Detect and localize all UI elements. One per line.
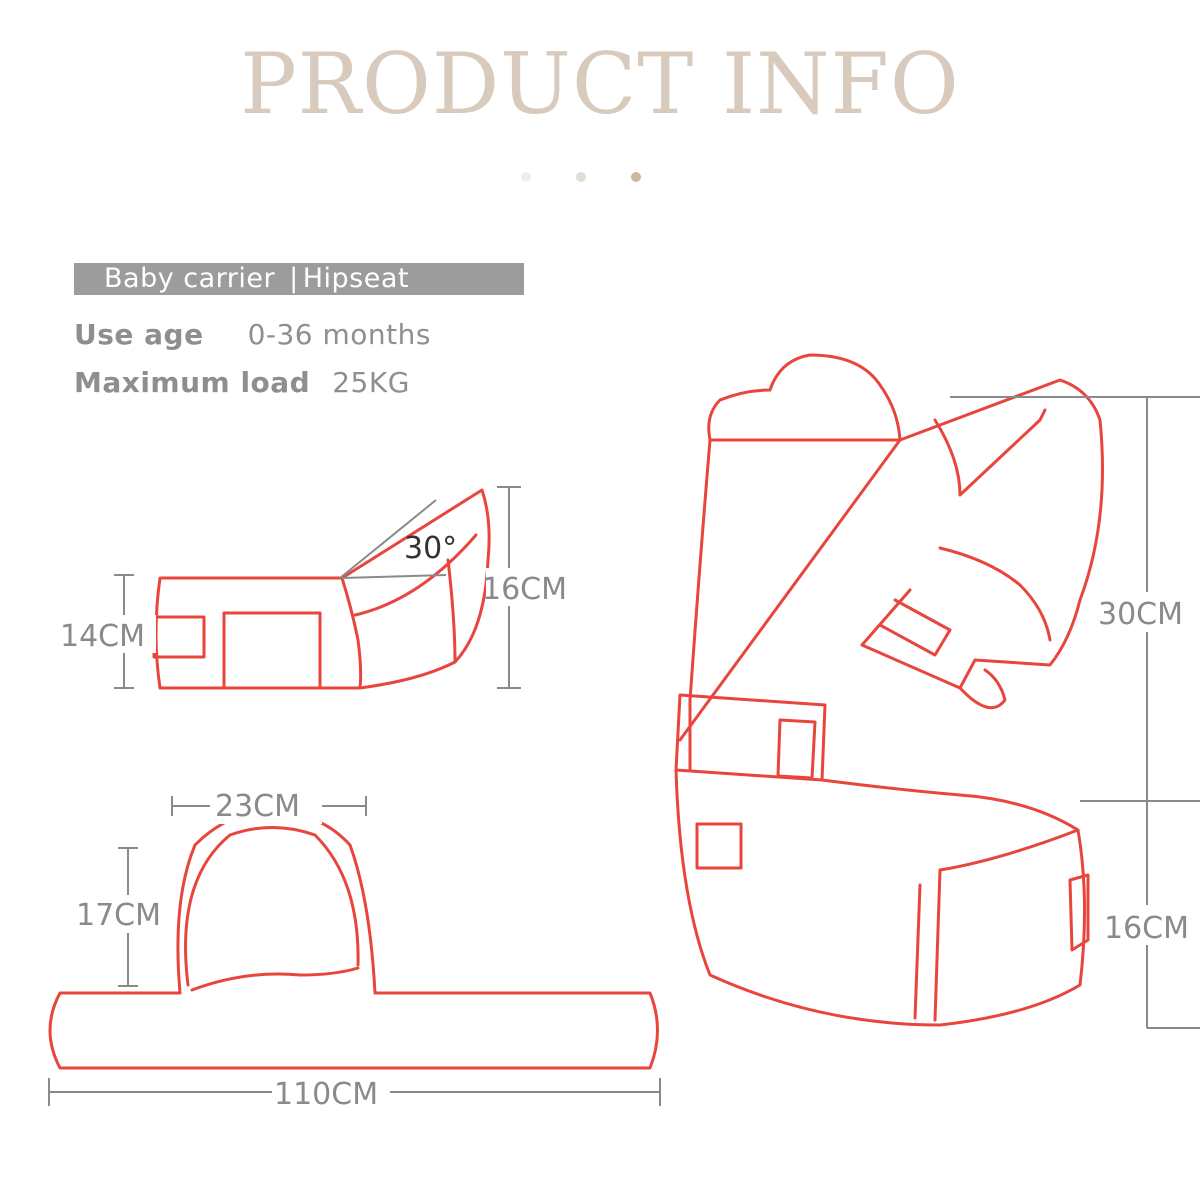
carrier-upper-height-label: 30CM (1098, 597, 1183, 632)
spec-value: 0-36 months (247, 318, 431, 351)
product-label-bar: Baby carrier |Hipseat (74, 263, 524, 295)
waist-panel-height-label: 17CM (76, 898, 161, 933)
carousel-dot[interactable] (631, 172, 641, 182)
spec-key: Use age (74, 318, 204, 351)
carousel-dots (0, 172, 1200, 182)
dimension-lines (48, 396, 1200, 1106)
belt-length-label: 110CM (274, 1077, 378, 1112)
dimension-labels: 30° 14CM 16CM 23CM 17CM 110CM 30CM 16CM (60, 531, 1196, 1112)
waist-belt-outline (48, 810, 659, 1070)
seat-back-height-label: 16CM (482, 572, 567, 607)
carousel-dot[interactable] (521, 172, 531, 182)
carrier-outline (674, 353, 1104, 1027)
spec-use-age: Use age 0-36 months (74, 318, 431, 351)
waist-panel-width-label: 23CM (215, 789, 300, 824)
spec-maximum-load: Maximum load 25KG (74, 366, 410, 399)
page-title: PRODUCT INFO (240, 35, 960, 133)
carousel-dot[interactable] (576, 172, 586, 182)
seat-angle-label: 30° (404, 531, 457, 566)
spec-value: 25KG (332, 366, 410, 399)
seat-front-height-label: 14CM (60, 619, 145, 654)
spec-key: Maximum load (74, 366, 311, 399)
product-label-separator: | (289, 263, 299, 294)
product-name: Baby carrier (104, 263, 276, 294)
product-outlines (48, 353, 1104, 1070)
hip-seat-outline (152, 488, 491, 690)
carrier-seat-height-label: 16CM (1104, 911, 1189, 946)
product-type: Hipseat (302, 263, 409, 294)
